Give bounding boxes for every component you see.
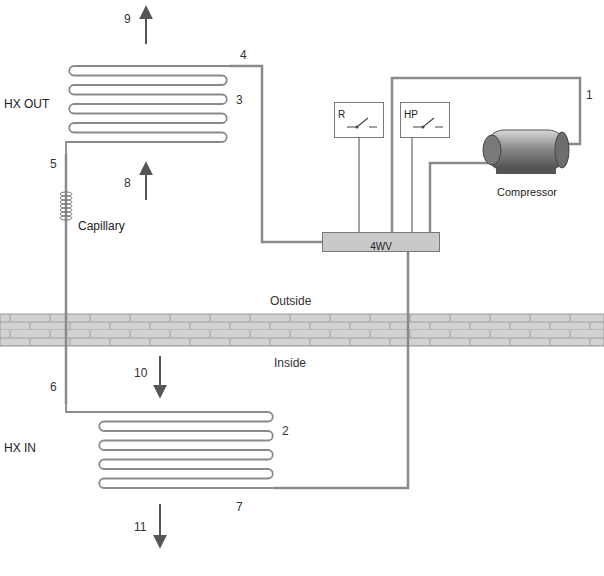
compressor-motor: [483, 135, 501, 165]
pipe-segment: [65, 186, 68, 244]
switch-symbol: [401, 103, 451, 139]
capillary-tube: Capillary: [56, 186, 146, 244]
switch-contact: [347, 118, 377, 127]
airflow-arrow: [145, 8, 147, 44]
compressor: Compressor: [462, 118, 592, 204]
coil-tube: [66, 66, 230, 154]
callout-number: 3: [236, 93, 243, 107]
callout-number: 2: [282, 424, 289, 438]
refrigerant-pipe: [430, 163, 462, 232]
control-wire: [358, 138, 359, 232]
switch-box: HP: [400, 102, 450, 138]
callout-number: 5: [50, 157, 57, 171]
four-way-valve: 4WV: [322, 232, 440, 252]
switch-pivot: [356, 126, 359, 129]
airflow-arrow: [145, 164, 147, 200]
region-label: Inside: [274, 356, 306, 370]
refrigerant-pipe: [230, 66, 322, 242]
callout-number: 11: [134, 520, 146, 534]
refrigerant-pipe: [65, 154, 68, 186]
wall-band: [0, 314, 604, 346]
switch-box: R: [334, 102, 384, 138]
control-wire: [411, 138, 412, 232]
coil-tube: [66, 404, 274, 488]
heat-exchanger-coil: HX IN: [4, 404, 274, 496]
compressor-drawing: [462, 118, 592, 180]
pipe-segment: [462, 162, 488, 165]
callout-number: 4: [240, 48, 247, 62]
capillary-turn: [60, 212, 72, 216]
node-label: HX OUT: [4, 97, 49, 111]
node-label: HX IN: [4, 441, 36, 455]
switch-symbol: [335, 103, 385, 139]
capillary-turn: [60, 196, 72, 200]
callout-number: 9: [124, 12, 131, 26]
node-label: 4WV: [370, 241, 392, 253]
airflow-arrow: [159, 504, 161, 546]
coil-drawing: [54, 404, 274, 500]
capillary-drawing: [56, 186, 76, 244]
airflow-arrow: [159, 356, 161, 396]
callout-number: 1: [586, 88, 593, 102]
capillary-turn: [60, 200, 72, 204]
capillary-turn: [60, 216, 72, 220]
node-label: HP: [404, 109, 418, 121]
refrigerant-pipe: [65, 244, 68, 404]
callout-number: 8: [124, 176, 131, 190]
callout-number: 10: [134, 366, 147, 380]
callout-number: 7: [236, 500, 243, 514]
node-label: Capillary: [78, 219, 125, 233]
refrigerant-pipe: [392, 78, 580, 232]
capillary-turn: [60, 208, 72, 212]
compressor-end: [555, 132, 569, 168]
callout-number: 6: [50, 380, 57, 394]
switch-pivot: [422, 126, 425, 129]
coil-drawing: [54, 58, 230, 154]
node-label: Compressor: [497, 186, 557, 199]
node-label: R: [338, 109, 345, 121]
capillary-turn: [60, 204, 72, 208]
region-label: Outside: [270, 294, 311, 308]
capillary-turn: [60, 192, 72, 196]
heat-exchanger-coil: HX OUT: [4, 58, 230, 154]
refrigerant-pipe: [274, 252, 408, 488]
